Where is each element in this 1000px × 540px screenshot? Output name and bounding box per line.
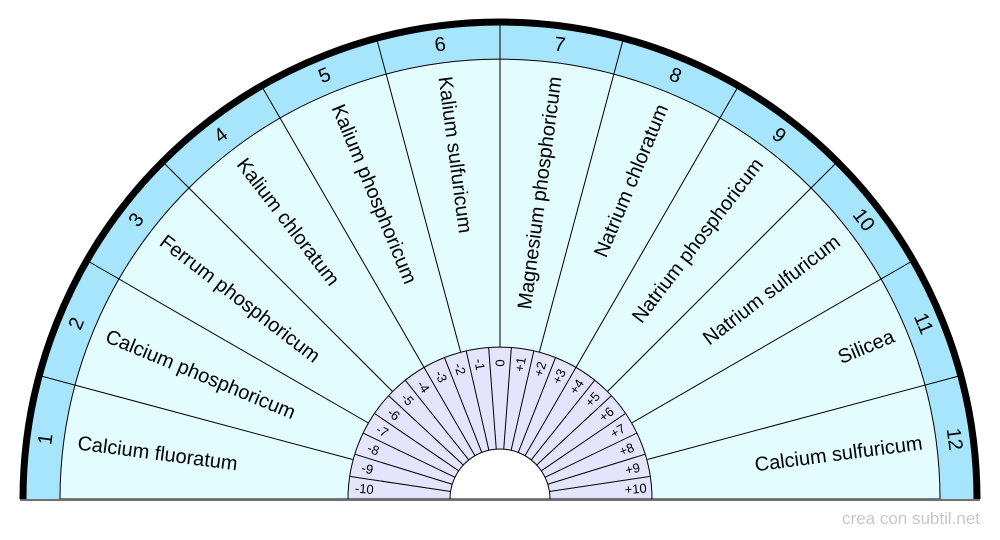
scale-divider [547, 453, 646, 485]
sector-divider [261, 85, 425, 368]
scale-label: -8 [365, 440, 381, 458]
scale-label: 0 [493, 359, 508, 366]
scale-divider [349, 475, 451, 493]
sector-number-1: 1 [34, 432, 57, 446]
scale-divider [404, 379, 470, 461]
scale-label: +3 [549, 367, 569, 387]
watermark: crea con subtil.net [842, 509, 980, 528]
sector-divider [646, 375, 961, 461]
scale-label: +2 [531, 360, 550, 379]
sector-number-6: 6 [433, 33, 447, 56]
scale-label: -9 [360, 460, 375, 477]
scale-ring [347, 346, 653, 500]
scale-label: +4 [566, 376, 587, 397]
sector-divider [631, 260, 914, 424]
sector-divider [607, 161, 838, 392]
scale-divider [510, 350, 535, 451]
sector-number-12: 12 [942, 427, 967, 452]
scale-label: -2 [451, 361, 469, 376]
scale-divider [536, 395, 612, 466]
scale-label: -1 [471, 358, 488, 372]
scale-divider [541, 412, 626, 472]
scale-divider [423, 367, 476, 456]
scale-label: +9 [624, 460, 642, 478]
scale-divider [549, 475, 651, 493]
sector-divider [86, 260, 369, 424]
center-hole [449, 448, 551, 500]
scale-divider [517, 357, 556, 453]
scale-divider [544, 432, 638, 478]
scale-divider [362, 432, 456, 478]
sector-divider [376, 38, 462, 353]
sector-divider [575, 85, 739, 368]
scale-divider [444, 357, 483, 453]
scale-divider [524, 367, 577, 456]
scale-label: +1 [512, 356, 529, 373]
scale-divider [374, 412, 459, 472]
scale-label: +8 [617, 440, 636, 459]
scale-divider [488, 347, 497, 450]
sector-divider [39, 375, 354, 461]
sector-divider [538, 38, 624, 353]
scale-divider [503, 347, 512, 450]
scale-divider [388, 395, 464, 466]
scale-label: -10 [354, 481, 374, 497]
sector-divider [162, 161, 393, 392]
scale-divider [530, 379, 596, 461]
scale-label: +6 [596, 404, 617, 425]
scale-label: +7 [608, 421, 628, 441]
scale-divider [465, 350, 490, 451]
sector-number-7: 7 [553, 33, 567, 56]
scale-label: +10 [624, 481, 647, 498]
scale-divider [354, 453, 453, 485]
